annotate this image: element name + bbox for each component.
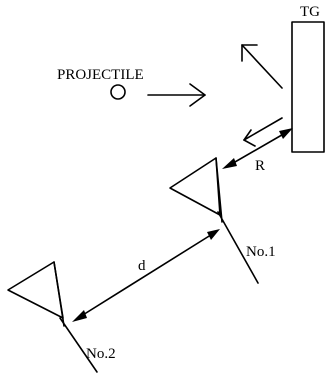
return-signal-arrow [243,117,283,147]
antenna-1 [169,157,259,284]
separation-d-label: d [138,258,146,274]
antenna-1-label: No.1 [246,244,276,260]
range-r-label: R [255,158,265,174]
range-r-arrow [222,128,293,169]
projectile-label: PROJECTILE [57,67,144,83]
antenna-2 [7,261,98,373]
target-box [291,21,325,153]
antenna-2-label: No.2 [86,346,116,362]
projectile-circle [110,84,126,100]
reflected-wave-arrow [241,44,283,89]
separation-d-arrow [72,229,220,322]
projectile-direction-arrow [147,83,206,107]
target-label: TG [300,4,320,20]
